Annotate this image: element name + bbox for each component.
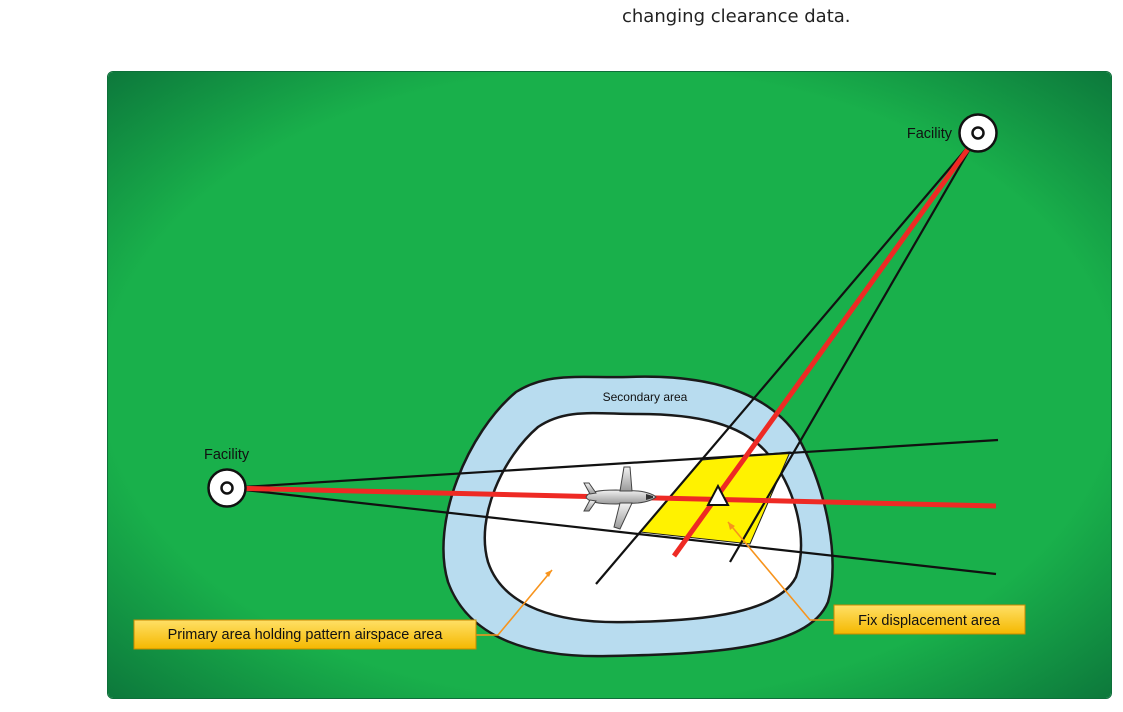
fix-displacement-callout-label: Fix displacement area [858, 613, 1001, 629]
fix-callout-leader [727, 521, 834, 621]
left-radial-boundary-lower [226, 486, 997, 576]
fix-triangle-icon [706, 483, 730, 506]
top-radial-boundary-right [729, 134, 979, 563]
facility-top: Facility [907, 113, 998, 153]
facility-top-label: Facility [907, 126, 953, 142]
primary-area-callout-label: Primary area holding pattern airspace ar… [168, 627, 444, 643]
facility-left-label: Facility [204, 447, 250, 463]
holding-diagram: Facility Facility Secondary area Primary… [108, 72, 1111, 698]
fix-displacement-callout: Fix displacement area [833, 604, 1026, 635]
top-radial-boundary-left [595, 134, 979, 585]
facility-icon [958, 113, 998, 153]
top-facility-radial [671, 133, 981, 558]
left-radial-boundary-upper [226, 438, 999, 490]
primary-area-callout: Primary area holding pattern airspace ar… [133, 619, 477, 650]
primary-callout-leader [476, 569, 553, 636]
airplane-icon [583, 466, 657, 530]
caption-fragment: changing clearance data. [622, 6, 851, 27]
secondary-area-label: Secondary area [603, 390, 688, 404]
holding-diagram-panel: Facility Facility Secondary area Primary… [107, 71, 1112, 699]
facility-left: Facility [204, 447, 250, 508]
facility-icon [207, 468, 247, 508]
